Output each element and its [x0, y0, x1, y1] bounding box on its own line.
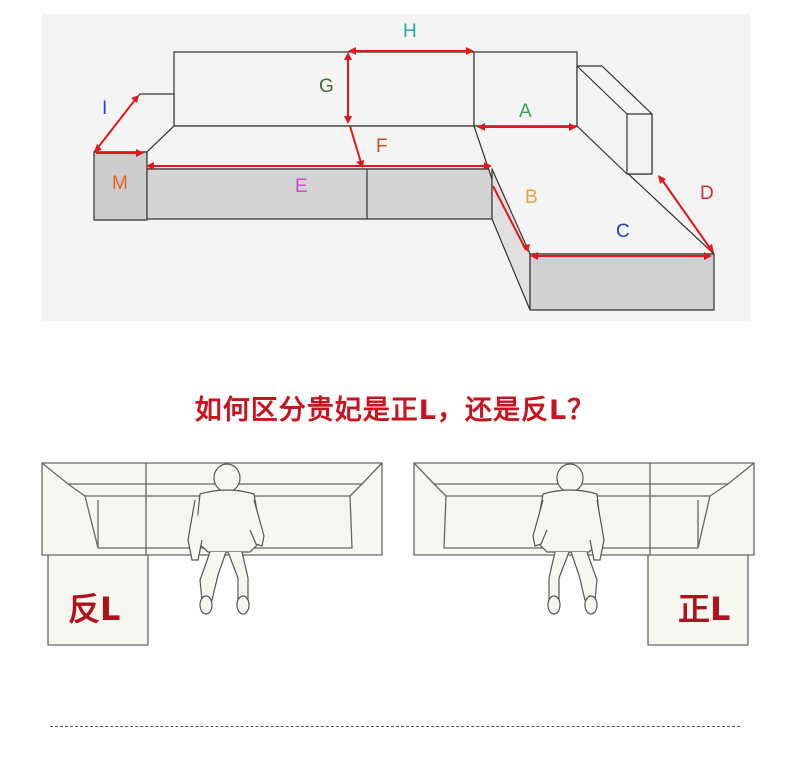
dimension-label-h: H	[403, 21, 417, 42]
dimension-label-a: A	[519, 101, 532, 122]
sofa-drawing	[93, 47, 715, 311]
dashed-divider	[50, 726, 740, 727]
left-sofa-plan	[41, 462, 383, 646]
person-figure	[532, 463, 605, 615]
left-plan-view: 反L	[40, 460, 385, 650]
dimension-label-b: B	[525, 187, 538, 208]
dimension-label-d: D	[700, 183, 714, 204]
right-sofa-plan	[413, 462, 755, 646]
dimension-arrows	[95, 50, 713, 257]
dimension-label-g: G	[319, 76, 334, 97]
dimension-label-m: M	[112, 173, 128, 194]
dimension-label-f: F	[376, 136, 388, 157]
right-plan-label: 正L	[678, 590, 731, 628]
dimension-label-e: E	[295, 176, 308, 197]
sofa-dimension-diagram: H G I A F M E B D C	[42, 14, 750, 321]
dimension-label-c: C	[616, 221, 630, 242]
question-heading: 如何区分贵妃是正L，还是反L？	[194, 395, 596, 426]
dimension-label-i: I	[102, 98, 108, 119]
right-plan-view: 正L	[412, 460, 757, 650]
person-figure	[187, 463, 265, 615]
arrow-heads	[94, 47, 714, 260]
left-plan-label: 反L	[68, 590, 121, 628]
